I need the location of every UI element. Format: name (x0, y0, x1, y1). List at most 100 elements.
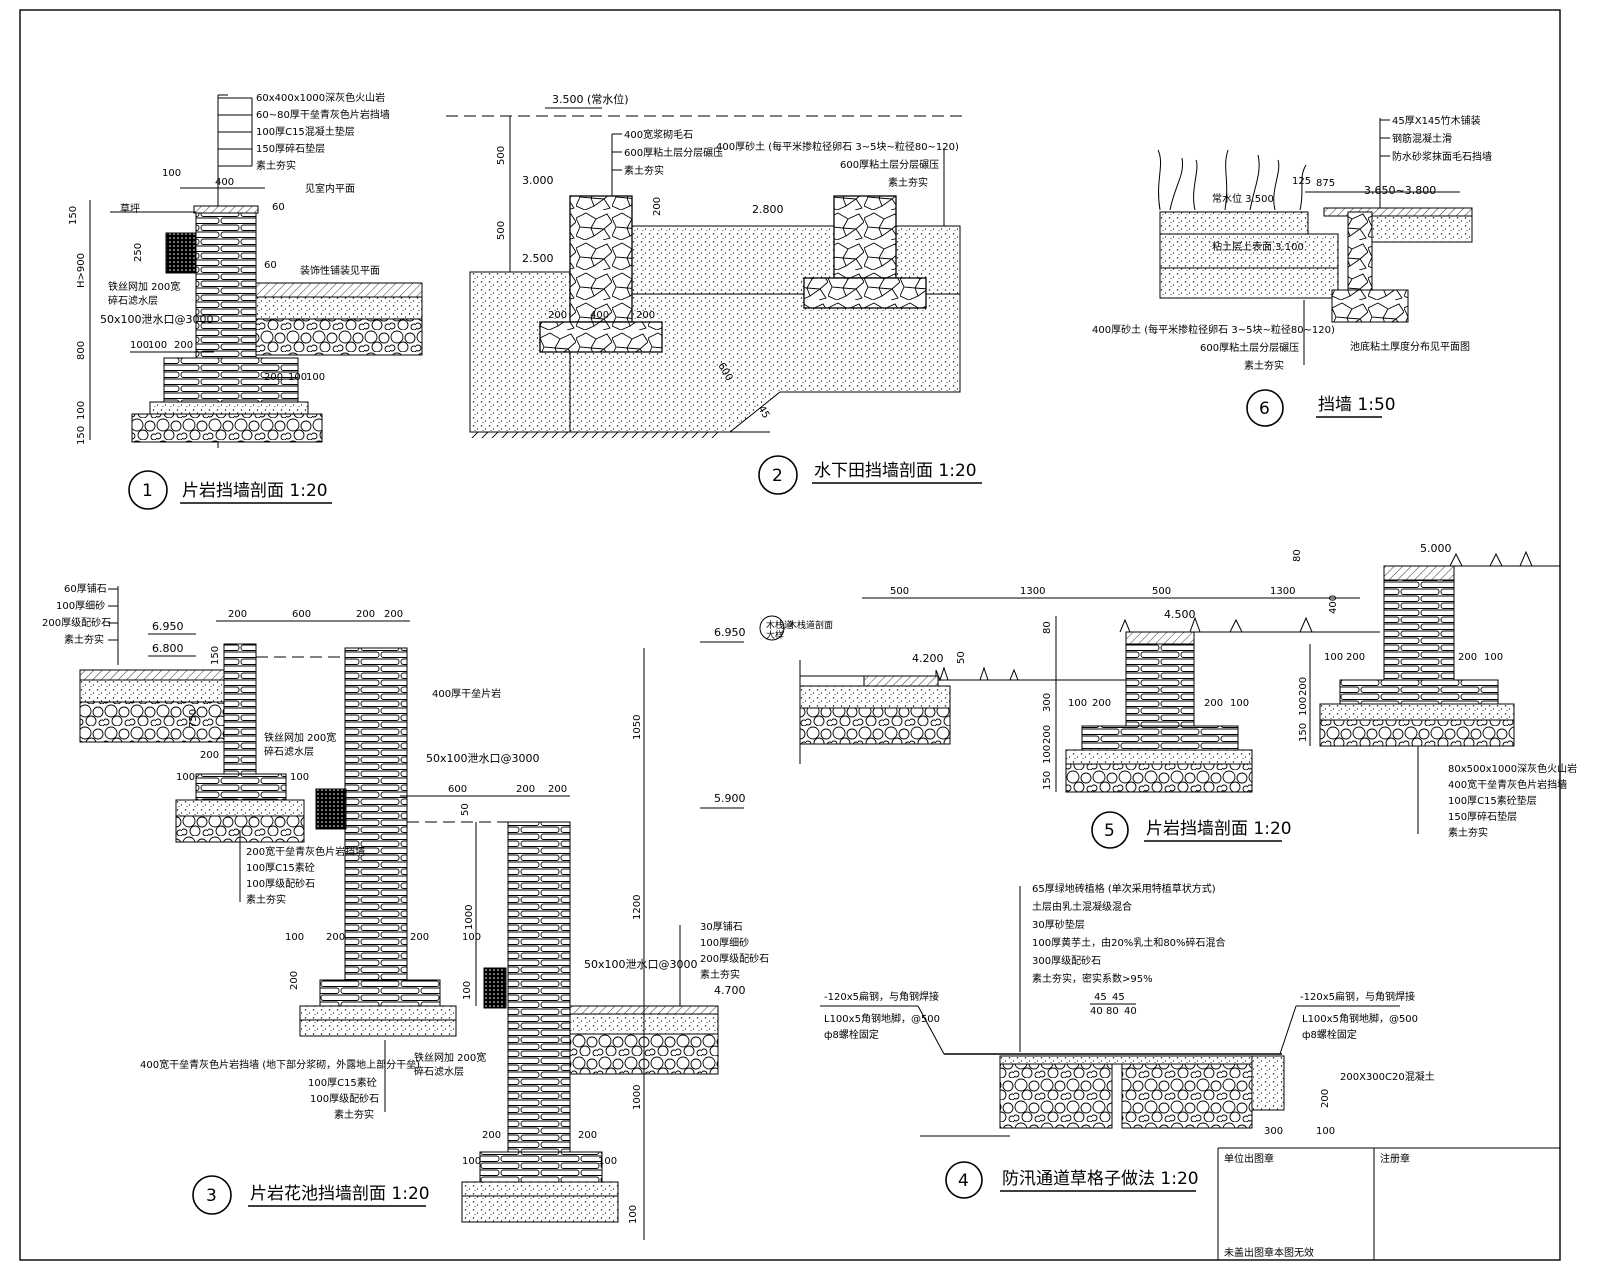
d3-elev-5: 4.700 (714, 984, 746, 997)
d1-note-2: 60~80厚干垒青灰色片岩挡墙 (256, 108, 390, 121)
d5-elev-3: 4.200 (912, 652, 944, 665)
d2-dim: 500 (496, 146, 507, 165)
d4-title-text: 防汛通道草格子做法 1:20 (1002, 1169, 1199, 1189)
d3-note-tl3: 200厚级配砂石 (42, 616, 111, 629)
d3-note-b3: 100厚级配砂石 (310, 1092, 379, 1105)
d5-dim: 100 (1484, 652, 1503, 663)
d1-dim: 400 (215, 177, 234, 188)
d4-dim: 45 (1094, 992, 1107, 1003)
d4-dim: 40 (1124, 1006, 1137, 1017)
d3-label-drain2: 50x100泄水口@3000 (584, 958, 698, 971)
d3-dim: 750 (188, 709, 199, 728)
d1-label-mesh: 铁丝网加 200宽 (108, 280, 180, 293)
d4-note-2: 土层由乳土混凝级混合 (1032, 900, 1132, 913)
d3-dim: 200 (200, 750, 219, 761)
d2-note-1: 400宽浆砌毛石 (624, 128, 693, 141)
d5-note-1: 80x500x1000深灰色火山岩 (1448, 762, 1577, 775)
d5-title-text: 片岩挡墙剖面 1:20 (1146, 819, 1292, 839)
d4-dim: 200 (1320, 1089, 1331, 1108)
detail-1-notes: 60x400x1000深灰色火山岩 60~80厚干垒青灰色片岩挡墙 100厚C1… (218, 91, 390, 172)
d5-dim: 200 (1204, 698, 1223, 709)
d5-dim: 100 (1324, 652, 1343, 663)
d3-dim: 1000 (632, 1085, 643, 1110)
detail-1: 60x400x1000深灰色火山岩 60~80厚干垒青灰色片岩挡墙 100厚C1… (68, 91, 423, 510)
d4-note-4: 100厚黄芋土，由20%乳土和80%碎石混合 (1032, 936, 1226, 949)
d5-title-number: 5 (1104, 821, 1115, 841)
d4-title-circle (945, 1161, 983, 1199)
d3-dim: 100 (462, 981, 473, 1000)
d5-dim: 150 (1298, 723, 1309, 742)
d3-note-r1: 30厚铺石 (700, 920, 743, 933)
d3-title-number: 3 (206, 1186, 217, 1206)
d3-dim: 200 (578, 1130, 597, 1141)
detail-4: 65厚绿地砖植格 (单次采用特植草状方式) 土层由乳土混凝级混合 30厚砂垫层 … (820, 882, 1435, 1199)
d5-callout-top: 木栈道 (766, 619, 793, 631)
d3-dim: 100 (290, 772, 309, 783)
d2-elev-1: 3.500 (常水位) (552, 92, 629, 106)
d1-label-filter: 碎石滤水层 (108, 294, 158, 307)
d3-note-r4: 素土夯实 (700, 968, 740, 981)
d2-title-circle (758, 455, 798, 495)
d1-dim: 150 (68, 206, 79, 225)
d3-dim: 1200 (632, 895, 643, 920)
d2-dim: 500 (496, 221, 507, 240)
d3-note-b4: 素土夯实 (334, 1108, 374, 1121)
d3-note-mid3: 100厚级配砂石 (246, 877, 315, 890)
d4-left-1: -120x5扁钢，与角钢焊接 (824, 990, 939, 1003)
detail-3: 60厚铺石 100厚细砂 200厚级配砂石 素土夯实 6.950 6.800 1… (42, 582, 769, 1240)
d1-dim: 250 (133, 243, 144, 262)
detail-2: 3.500 (常水位) 3.000 2.800 2.500 500 500 40… (446, 92, 982, 495)
d1-label-drain: 50x100泄水口@3000 (100, 313, 214, 326)
d3-elev-4: 5.900 (714, 792, 746, 805)
d2-note-r3: 素土夯实 (888, 176, 928, 189)
d3-label-filter2: 碎石滤水层 (414, 1065, 464, 1078)
d3-elev-1: 6.950 (152, 620, 184, 633)
d5-dim: 1300 (1020, 586, 1045, 597)
d1-note-5: 素土夯实 (256, 159, 296, 172)
d6-bottom: 粘土层上表面 3.100 (1212, 240, 1304, 253)
d6-note-b1: 400厚砂土 (每平米掺粒径卵石 3~5块~粒径80~120) (1092, 323, 1335, 336)
d5-callout-bot: 大样 (766, 629, 784, 641)
d5-dim: 100 (1068, 698, 1087, 709)
d3-dim: 200 (356, 609, 375, 620)
d6-elev: 3.650~3.800 (1364, 184, 1436, 197)
d3-dim: 100 (598, 1156, 617, 1167)
stamp-unit: 单位出图章 (1224, 1152, 1274, 1165)
d2-title-text: 水下田挡墙剖面 1:20 (814, 461, 977, 481)
d6-dim: 125 (1292, 176, 1311, 187)
d6-pool: 池底粘土厚度分布见平面图 (1350, 340, 1470, 353)
d3-note-mid1: 200宽干垒青灰色片岩挡墙 (246, 845, 365, 858)
d1-title-number: 1 (142, 481, 153, 501)
d1-title-text: 片岩挡墙剖面 1:20 (182, 481, 328, 501)
d3-dim: 1050 (632, 715, 643, 740)
d6-title-circle (1246, 389, 1284, 427)
d5-dim: 200 (1042, 725, 1053, 744)
d1-dim: 100 (148, 340, 167, 351)
d5-dim: 300 (1042, 693, 1053, 712)
d1-note-4: 150厚碎石垫层 (256, 142, 325, 155)
d3-dim: 100 (285, 932, 304, 943)
d5-title-circle (1091, 811, 1129, 849)
d3-dim: 200 (326, 932, 345, 943)
d2-note-r1: 400厚砂土 (每平米掺粒径卵石 3~5块~粒径80~120) (716, 140, 959, 153)
d5-dim: 500 (890, 586, 909, 597)
d1-dim: 100 (288, 372, 307, 383)
d5-dim: 80 (1292, 549, 1303, 562)
d3-dim: 100 (176, 772, 195, 783)
d1-label-see: 见室内平面 (305, 182, 355, 195)
d6-note-3: 防水砂浆抹面毛石挡墙 (1392, 150, 1492, 163)
d3-dim: 200 (410, 932, 429, 943)
d4-note-5: 300厚级配砂石 (1032, 954, 1101, 967)
d5-dim: 200 (1346, 652, 1365, 663)
d2-elev-2: 3.000 (522, 174, 554, 187)
d3-dim: 600 (448, 784, 467, 795)
d5-dim: 150 (1042, 771, 1053, 790)
d1-dim: 100 (130, 340, 149, 351)
d6-dim: 875 (1316, 178, 1335, 189)
d3-dim: 100 (462, 1156, 481, 1167)
d2-elev-3: 2.800 (752, 203, 784, 216)
d3-label-mesh2: 铁丝网加 200宽 (414, 1051, 486, 1064)
d5-dim: 200 (1298, 677, 1309, 696)
